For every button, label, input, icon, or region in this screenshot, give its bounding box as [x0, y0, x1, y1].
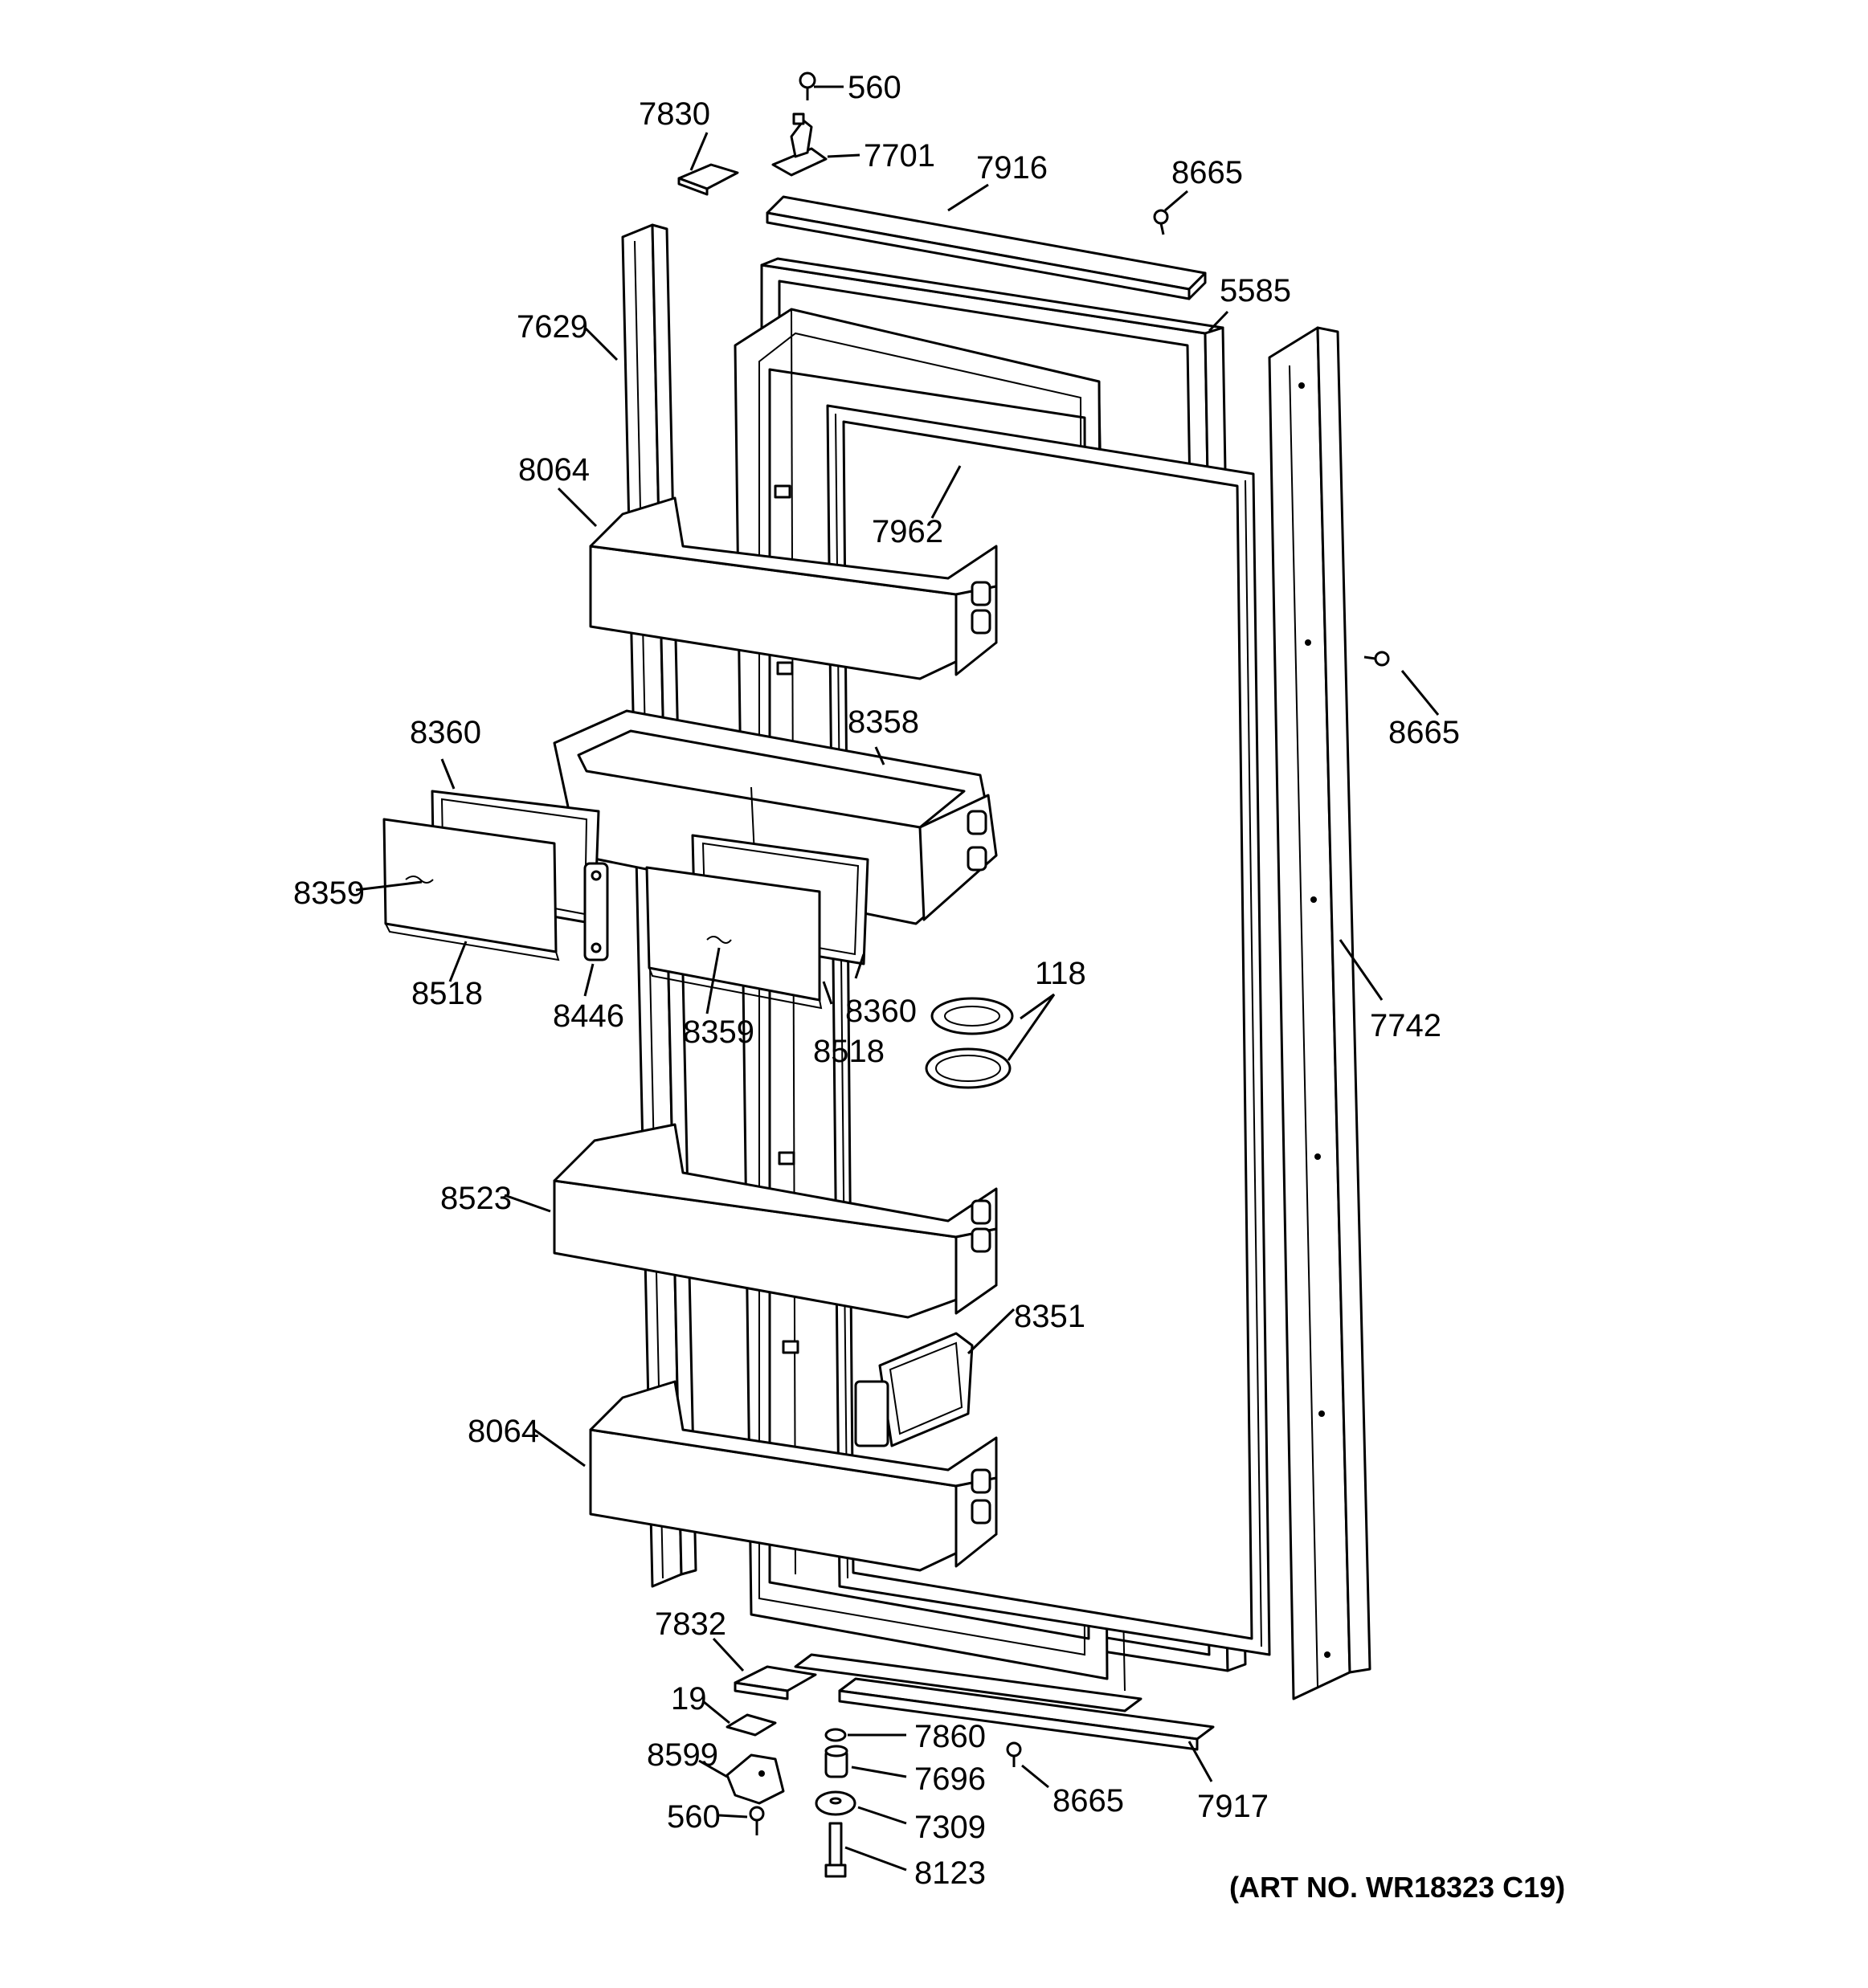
- callout-7629: 7629: [517, 309, 588, 345]
- callout-8359-mid: 8359: [683, 1014, 754, 1050]
- callout-118: 118: [1035, 956, 1086, 991]
- callout-8123: 8123: [914, 1855, 986, 1891]
- callout-7742: 7742: [1370, 1008, 1441, 1043]
- bottom-door-bin: [589, 1380, 998, 1572]
- bottom-hinge-plate: [726, 1753, 785, 1805]
- callout-7696: 7696: [914, 1761, 986, 1797]
- callout-8359-left: 8359: [293, 876, 365, 911]
- middle-door-bin: [553, 1123, 998, 1319]
- top-door-bin: [589, 496, 998, 680]
- callout-8446: 8446: [553, 998, 624, 1034]
- callout-8360-left: 8360: [410, 715, 481, 750]
- callout-8518-mid: 8518: [813, 1034, 885, 1069]
- callout-7309: 7309: [914, 1810, 986, 1845]
- callout-5585: 5585: [1220, 273, 1291, 308]
- bin-divider-panel: [854, 1332, 974, 1447]
- callout-8518-left: 8518: [411, 976, 483, 1011]
- leader-lines: [355, 85, 1440, 1872]
- dairy-door-hinge: [583, 862, 609, 961]
- callout-8665-top: 8665: [1171, 155, 1243, 190]
- bottom-hinge-screw: [749, 1806, 765, 1835]
- callout-7916: 7916: [976, 150, 1048, 186]
- callout-8360-mid: 8360: [845, 994, 917, 1029]
- side-screw: [1363, 651, 1390, 667]
- callout-7917: 7917: [1197, 1789, 1269, 1824]
- bottom-trim-screw: [1006, 1741, 1022, 1767]
- bottom-hinge-bracket: [734, 1665, 817, 1700]
- callout-7962: 7962: [872, 514, 943, 549]
- bottom-hinge-shim: [726, 1713, 777, 1737]
- callout-560-bottom: 560: [667, 1799, 721, 1835]
- top-trim-bar: [766, 195, 1207, 300]
- callout-7832: 7832: [655, 1606, 726, 1642]
- callout-8665-right: 8665: [1388, 715, 1460, 750]
- callout-8351: 8351: [1014, 1299, 1085, 1334]
- top-hinge: [771, 112, 828, 177]
- door-gasket: [826, 404, 1271, 1656]
- thrust-washer: [815, 1790, 856, 1816]
- cap-set: [925, 997, 1014, 1089]
- callout-560-top: 560: [848, 70, 901, 105]
- callout-19: 19: [671, 1681, 707, 1717]
- callout-8064-top: 8064: [518, 452, 590, 488]
- right-trim-strip: [1268, 326, 1371, 1700]
- callout-7701: 7701: [864, 138, 935, 173]
- callout-8665-bottom: 8665: [1053, 1783, 1124, 1819]
- callout-8599: 8599: [647, 1737, 718, 1773]
- hinge-bushing: [824, 1745, 848, 1778]
- top-hinge-shim: [677, 163, 739, 196]
- callout-labels: 560 7830 7701 7916 8665 5585 7629 8064 7…: [293, 70, 1460, 1891]
- top-right-screw: [1153, 209, 1169, 235]
- dairy-door-mid: [645, 866, 823, 1010]
- callout-7860: 7860: [914, 1719, 986, 1754]
- bottom-trim-bar: [794, 1653, 1215, 1751]
- callout-8523: 8523: [440, 1181, 512, 1216]
- top-hinge-screw: [799, 71, 816, 100]
- dairy-door-left: [382, 818, 560, 961]
- art-number: (ART NO. WR18323 C19): [1229, 1871, 1565, 1904]
- callout-7830: 7830: [639, 96, 710, 132]
- hinge-pin-bolt: [824, 1822, 847, 1878]
- callout-8064-bottom: 8064: [468, 1414, 539, 1449]
- callout-8358: 8358: [848, 704, 919, 740]
- washer: [824, 1728, 847, 1742]
